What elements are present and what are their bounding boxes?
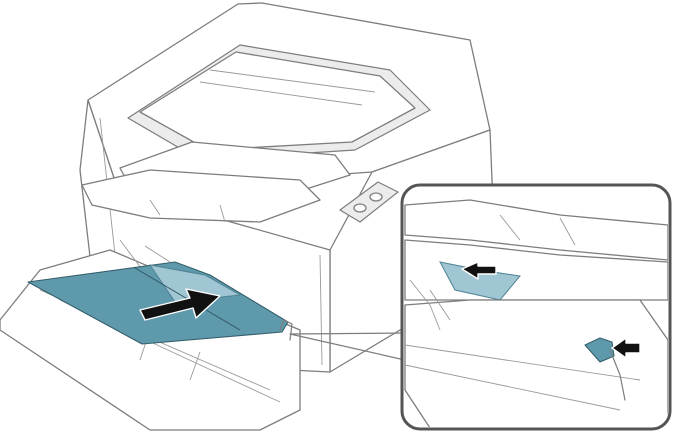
insertion-arrow: [139, 288, 221, 321]
control-panel: [339, 181, 399, 223]
callout-leader-line: [289, 332, 409, 361]
guide-adjust-arrow-left: [461, 261, 497, 280]
magnified-callout: [400, 183, 672, 431]
output-tray-recess: [127, 44, 431, 161]
output-tray-extension: [81, 141, 351, 223]
paper-guide-hook: [279, 319, 293, 341]
guide-adjust-arrow-right: [611, 337, 641, 359]
